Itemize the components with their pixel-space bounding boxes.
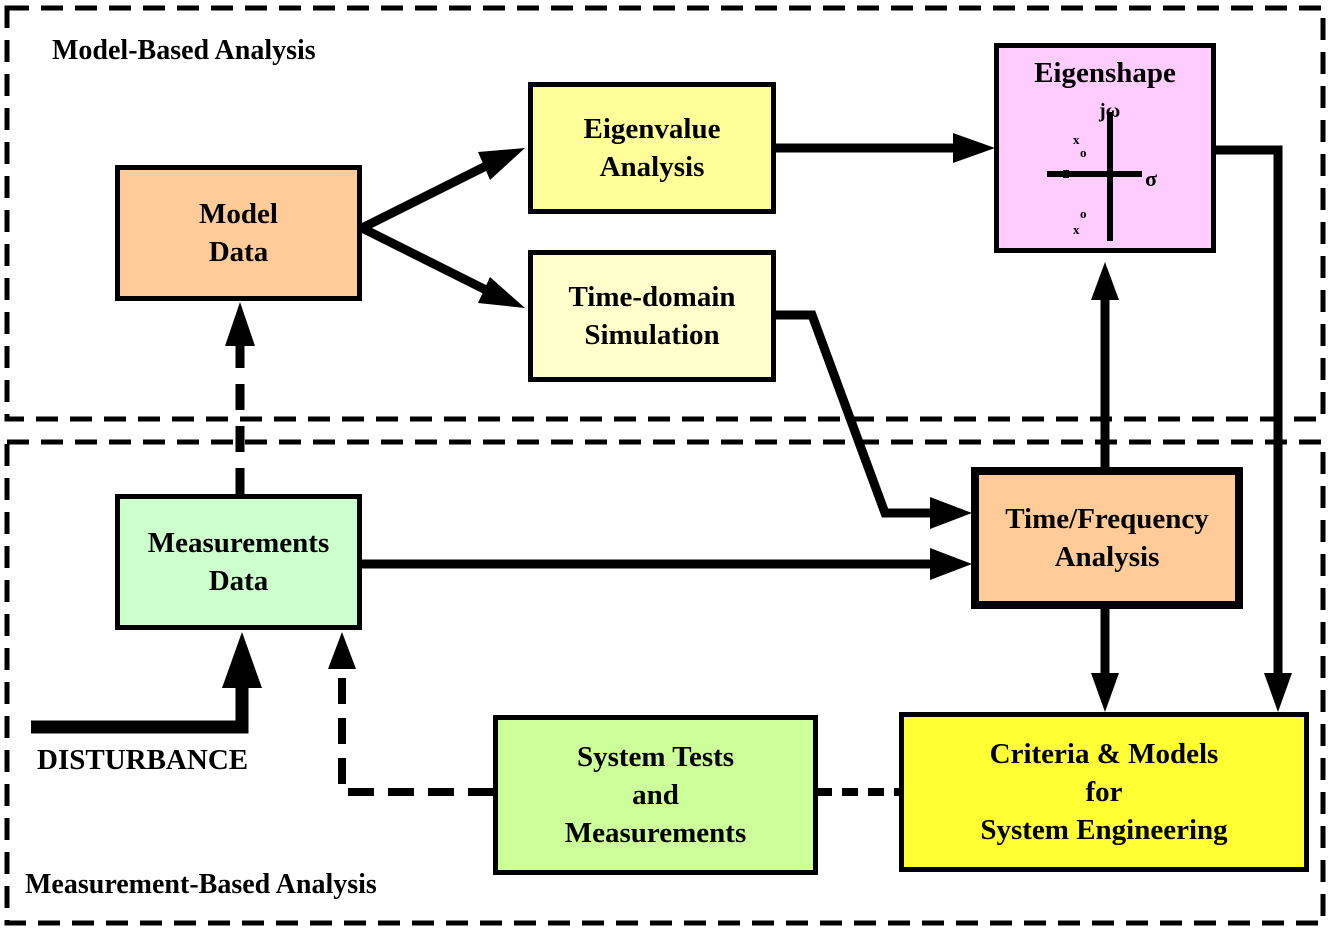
region-frame-measurement-based xyxy=(4,439,1326,926)
criteria-label-line3: System Engineering xyxy=(980,814,1228,846)
time-domain-simulation-box[interactable]: Time-domain Simulation xyxy=(528,250,776,382)
arrow-disturbance-to-measurements xyxy=(31,632,262,734)
arrow-model-to-eigenvalue xyxy=(359,148,525,233)
criteria-models-box[interactable]: Criteria & Models for System Engineering xyxy=(899,712,1309,872)
real-pole-marker xyxy=(1063,170,1069,178)
measurements-data-label-line1: Measurements xyxy=(147,527,330,559)
eigenvalue-analysis-box[interactable]: Eigenvalue Analysis xyxy=(528,82,776,214)
real-axis-label: σ xyxy=(1145,166,1157,191)
arrow-model-to-timedomain xyxy=(359,223,525,308)
system-tests-label-line3: Measurements xyxy=(564,817,747,849)
model-data-box[interactable]: Model Data xyxy=(115,165,362,301)
system-tests-label-line1: System Tests xyxy=(576,741,735,773)
time-domain-label-line2: Simulation xyxy=(584,319,720,351)
eigenshape-title: Eigenshape xyxy=(1034,57,1176,89)
arrow-measurements-to-model xyxy=(225,302,255,494)
arrow-timefreq-to-eigenshape xyxy=(1091,262,1119,470)
pole-marker-upper: x xyxy=(1073,132,1080,147)
arrow-timedomain-to-timefreq xyxy=(774,310,972,529)
region-label-model-based: Model-Based Analysis xyxy=(52,35,316,66)
region-label-measurement-based: Measurement-Based Analysis xyxy=(25,869,377,900)
system-tests-box[interactable]: System Tests and Measurements xyxy=(493,715,818,875)
arrow-eigenvalue-to-eigenshape xyxy=(774,133,995,163)
eigenshape-box[interactable]: Eigenshape jω σ x o o x xyxy=(994,43,1216,253)
arrow-measurements-to-timefreq xyxy=(360,548,972,580)
pole-marker-lower: x xyxy=(1073,222,1080,237)
time-frequency-label-line1: Time/Frequency xyxy=(1005,503,1209,535)
system-tests-label-line2: and xyxy=(632,779,679,811)
eigenvalue-label-line2: Analysis xyxy=(599,151,705,183)
arrow-timefreq-to-criteria xyxy=(1091,606,1119,712)
arrow-eigenshape-to-criteria xyxy=(1214,145,1292,712)
arrow-systemtests-to-measurements xyxy=(328,632,494,796)
zero-marker-lower: o xyxy=(1080,206,1087,221)
criteria-label-line1: Criteria & Models xyxy=(989,738,1219,770)
criteria-label-line2: for xyxy=(1085,776,1123,808)
measurements-data-label-line2: Data xyxy=(208,565,269,597)
measurements-data-box[interactable]: Measurements Data xyxy=(115,494,362,630)
disturbance-label: DISTURBANCE xyxy=(37,744,249,776)
time-frequency-analysis-box[interactable]: Time/Frequency Analysis xyxy=(971,467,1243,609)
time-domain-label-line1: Time-domain xyxy=(568,281,736,313)
s-plane-plot xyxy=(1047,112,1142,241)
model-data-label-line2: Data xyxy=(208,236,269,268)
eigenvalue-label-line1: Eigenvalue xyxy=(583,113,721,145)
region-frame-model-based xyxy=(4,5,1326,422)
time-frequency-label-line2: Analysis xyxy=(1054,541,1160,573)
model-data-label-line1: Model xyxy=(199,198,278,230)
zero-marker-upper: o xyxy=(1080,145,1087,160)
imag-axis-label: jω xyxy=(1099,100,1121,122)
